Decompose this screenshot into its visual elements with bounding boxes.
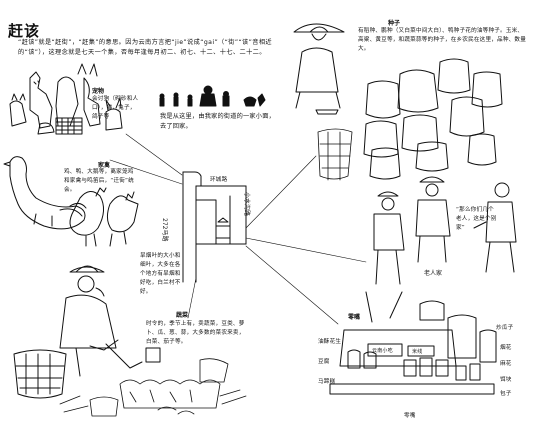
seeds-label: 种子 xyxy=(388,20,401,27)
pets-note: 会讨狗（砌砂和人口），猫，兔子，鸽子等 xyxy=(92,96,139,120)
tobacco-note: 旱烟叶的大小和细叶，大多在各个地方有旱烟和好吃，白兰村不好。 xyxy=(140,253,181,295)
snack-item-3: 马蹄糕 xyxy=(318,379,336,385)
old-men-drawing xyxy=(373,176,517,285)
food-stall-drawing xyxy=(329,291,497,395)
vegetables-note: 时令的，季节上有，卖蔬菜，豆类、萝卜、瓜、葱、蒜，大多数的菜农来卖，白菜、茄子等… xyxy=(146,321,245,345)
map-note: 我是从这里，由我家的街道的一家小面，去了回家。 xyxy=(160,113,275,130)
map-road-left: 272马路 xyxy=(161,218,168,242)
map-road-right: 小水沟路 xyxy=(243,192,250,217)
snack-item-1: 油酥花生 xyxy=(318,339,342,345)
stall-bottom-label: 零嘴 xyxy=(404,413,416,419)
snacks-label: 零嘴 xyxy=(348,314,361,321)
old-men-quote: “那么你们几个老人，这是个别家” xyxy=(456,207,497,231)
pets-label: 宠物 xyxy=(92,88,105,95)
tobacco-seller-drawing xyxy=(13,265,161,399)
vegetables-drawing xyxy=(59,358,247,417)
pets-drawing xyxy=(9,63,123,135)
street-map xyxy=(182,171,247,283)
snack-item-2: 豆腐 xyxy=(318,359,330,365)
snack-item-4: 炒瓜子 xyxy=(496,325,514,331)
snack-item-6: 麻花 xyxy=(500,361,512,367)
old-men-label: 老人家 xyxy=(424,270,443,277)
snack-item-7: 饵块 xyxy=(500,377,512,383)
seed-sacks xyxy=(363,58,503,180)
basket-drawing xyxy=(317,128,353,181)
seeds-note: 有稻种、鹏种（又白菜中间大白）、鸭种子花的油等种子。玉米、高粱、黄豆等，和蔬菜蒜… xyxy=(358,28,527,52)
stall-sign-right: 米线 xyxy=(412,349,423,355)
intro-paragraph: “赶该”就是“赶街”，“赶集”的意思。因为云南方言把“jie”说成“gai”（“… xyxy=(18,39,273,56)
connector-lines xyxy=(109,133,367,325)
seed-seller-drawing xyxy=(293,23,503,181)
vegetables-label: 蔬菜 xyxy=(176,312,189,319)
stall-sign-left: 云南小吃 xyxy=(372,348,393,354)
poultry-note: 鸡、鸭、大鹅等，离家笼鸡和家禽与鸣笛后，“迁街”统会。 xyxy=(64,169,134,193)
snack-item-5: 烟花 xyxy=(500,345,512,351)
poultry-label: 家禽 xyxy=(98,162,111,169)
crowd-drawing xyxy=(159,85,266,107)
map-road-top: 环城路 xyxy=(210,177,228,183)
snack-item-8: 包子 xyxy=(500,391,512,397)
poultry-drawing xyxy=(3,156,139,247)
page-title: 赶该 xyxy=(8,22,41,40)
